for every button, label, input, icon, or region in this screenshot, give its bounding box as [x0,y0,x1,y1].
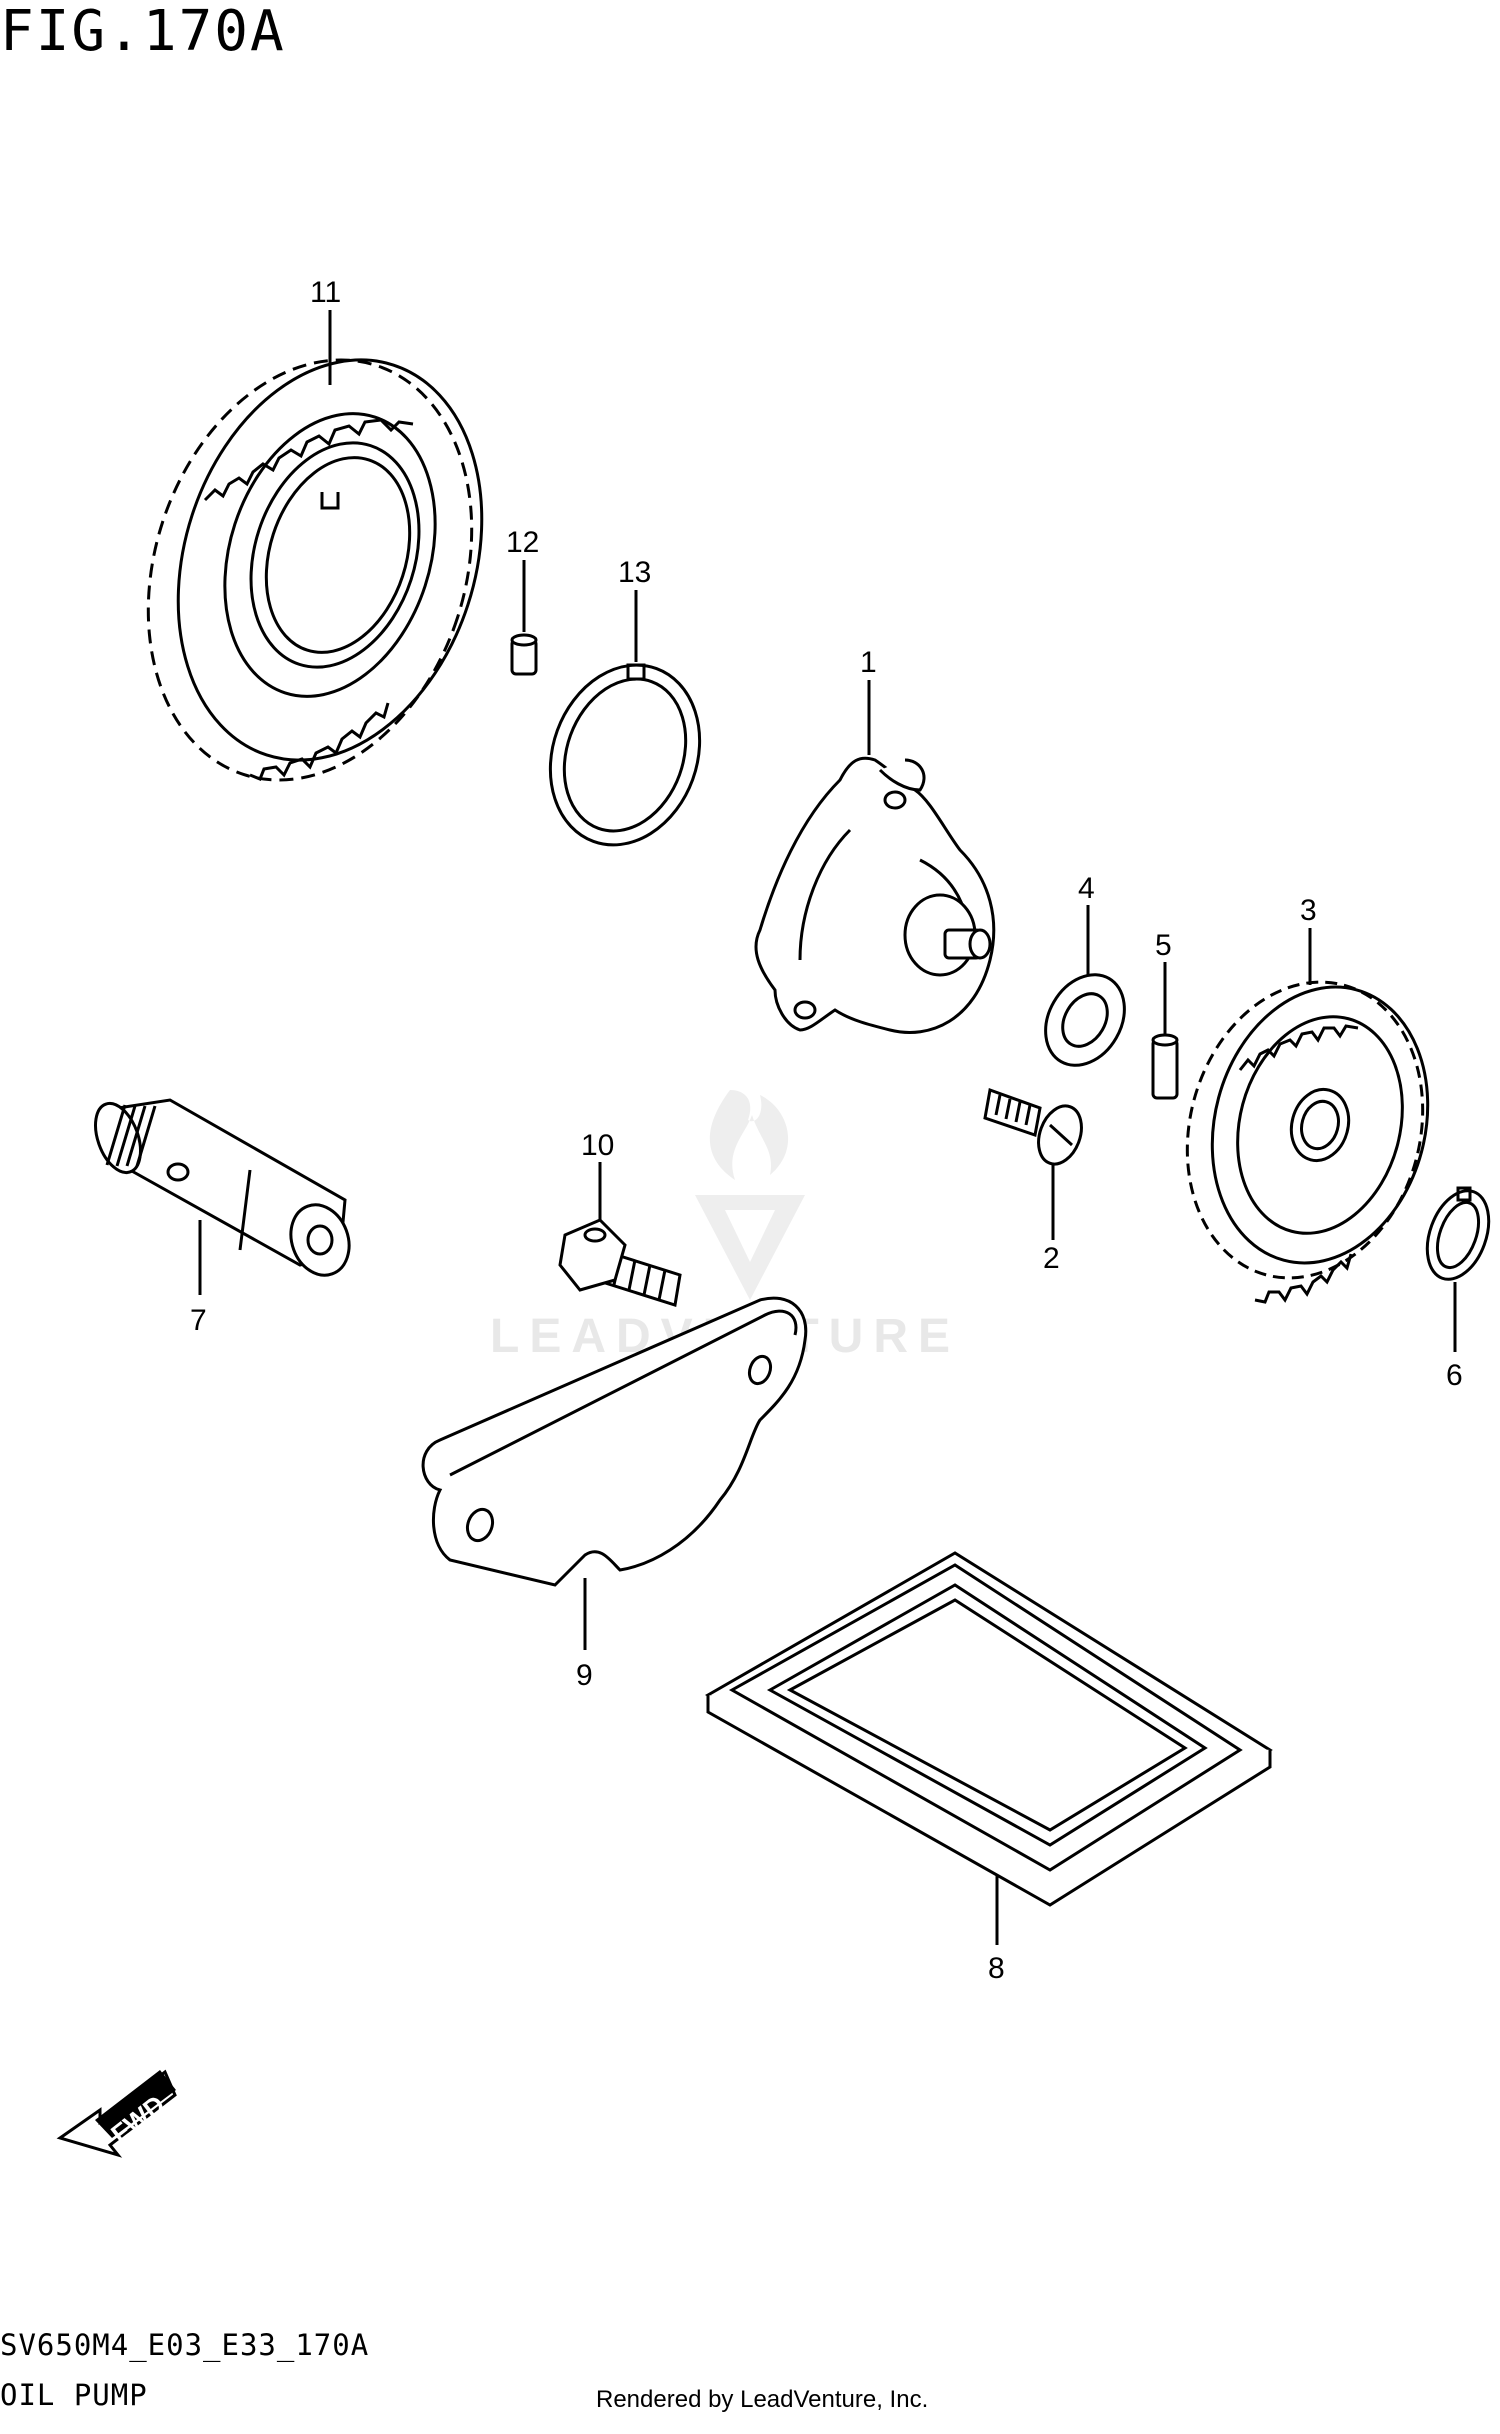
section-name: OIL PUMP [0,2378,148,2412]
model-code: SV650M4_E03_E33_170A [0,2328,370,2362]
figure-title: FIG.170A [0,0,286,64]
part-10-bolt [558,1218,682,1307]
callout-3: 3 [1300,894,1317,927]
part-7-shaft [94,1098,351,1277]
callout-10: 10 [581,1129,614,1162]
part-8-strainer [704,1551,1273,1907]
callout-13: 13 [618,556,651,589]
callout-6: 6 [1446,1359,1463,1392]
callout-12: 12 [506,526,539,559]
part-4-washer [1044,973,1126,1067]
callout-8: 8 [988,1952,1005,1985]
render-credit: Rendered by LeadVenture, Inc. [596,2386,929,2413]
callout-7: 7 [190,1304,207,1337]
part-3-driven-gear [1185,980,1430,1304]
fwd-arrow: FWD [56,2069,177,2158]
callout-11: 11 [310,276,341,309]
callout-4: 4 [1078,872,1095,905]
part-12-dowel-pin [510,633,538,676]
part-11-gear [146,358,484,782]
callout-5: 5 [1155,929,1172,962]
part-13-circlip [548,663,702,847]
part-6-circlip [1425,1186,1491,1281]
callout-2: 2 [1043,1242,1060,1275]
callout-1: 1 [860,646,877,679]
callout-9: 9 [576,1659,593,1692]
part-9-plate [421,1296,808,1587]
part-1-oil-pump [754,756,996,1034]
part-2-screw [983,1087,1083,1166]
part-5-pin [1151,1033,1179,1100]
